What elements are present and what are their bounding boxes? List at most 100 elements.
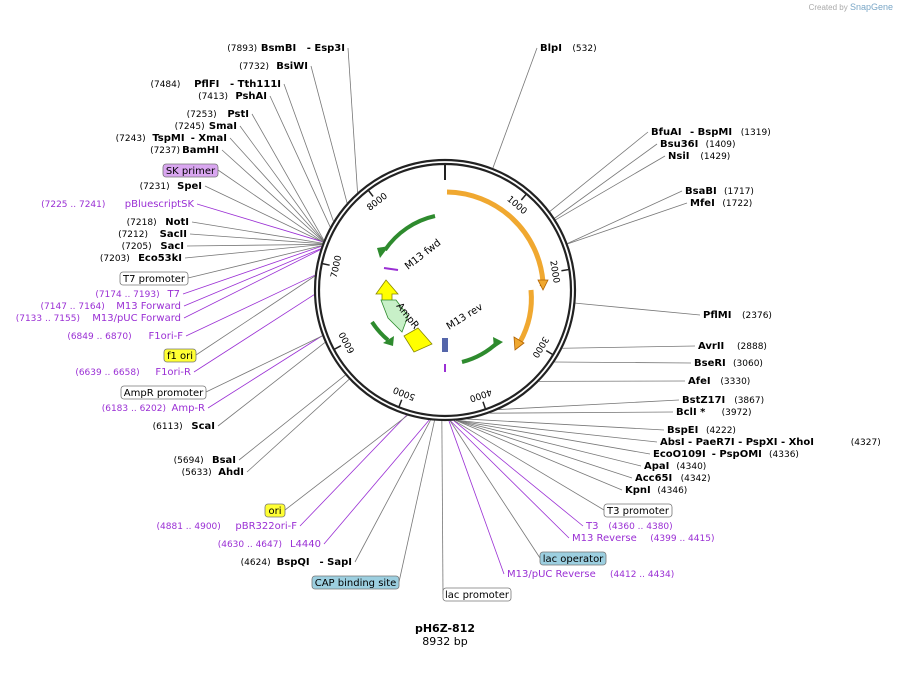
enzyme-name: BsmBI [261, 43, 296, 54]
enzyme-name: EcoO109I [653, 449, 706, 460]
ring-tick-label: 2000 [547, 260, 561, 284]
enzyme-label: PshAI(7413) [198, 91, 267, 102]
enzyme-label: NotI(7218) [127, 217, 189, 228]
enzyme-position: (7484) [150, 80, 180, 90]
feature-box-bg [163, 348, 197, 363]
enzyme-label: SpeI(7231) [140, 181, 202, 192]
leader-line [489, 411, 674, 414]
leader-line [567, 202, 688, 245]
right-label-column: BlpI(532)BfuAI- BspMI(1319)Bsu36I(1409)N… [507, 43, 881, 580]
enzyme-name: AvrII [698, 341, 724, 352]
ring-tick-mark [545, 349, 554, 356]
credit-prefix: Created by [808, 3, 848, 12]
enzyme-position: (5633) [182, 468, 212, 478]
enzyme-name: BspQI [277, 557, 310, 568]
green-arrowhead-top [377, 246, 389, 258]
enzyme-position: (6113) [153, 422, 183, 432]
feature-box-text: SK primer [166, 166, 216, 177]
primer-label: M13 Reverse(4399 .. 4415) [572, 533, 714, 544]
feature-box: AmpR promoter [120, 385, 207, 400]
leader-line [398, 420, 435, 583]
enzyme-name: PflMI [703, 310, 731, 321]
orange-arrowhead-1 [537, 279, 549, 291]
leader-line [221, 149, 324, 242]
primer-leader-line [207, 335, 323, 409]
enzyme-label: KpnI(4346) [625, 485, 687, 496]
leader-line [575, 302, 701, 316]
primer-leader-line [453, 420, 584, 527]
feature-box-bg [311, 575, 400, 590]
feature-box-text: T7 promoter [122, 274, 186, 285]
leader-line [189, 233, 323, 245]
orange-feature-arc-top [446, 189, 546, 283]
enzyme-position: (3972) [722, 408, 752, 418]
enzyme-label: BspEI(4222) [667, 425, 736, 436]
primer-range: (4360 .. 4380) [608, 522, 672, 532]
primer-name: M13/pUC Forward [92, 313, 181, 324]
leader-line [246, 378, 350, 473]
enzyme-label: Acc65I(4342) [635, 473, 711, 484]
leader-line [457, 419, 658, 443]
feature-box-text: lac promoter [445, 590, 510, 601]
enzyme-alias: - PspOMI [712, 449, 762, 460]
primer-name: T7 [167, 289, 180, 300]
primer-label: Amp-R(6183 .. 6202) [102, 403, 205, 414]
enzyme-alias: - XmaI [191, 133, 227, 144]
enzyme-name: BseRI [694, 358, 726, 369]
orange-feature-arc-right [517, 289, 534, 344]
feature-arcs [370, 189, 549, 372]
leader-line [554, 143, 658, 219]
enzyme-name: Acc65I [635, 473, 672, 484]
leader-line [454, 420, 605, 511]
enzyme-name: BstZ17I [682, 395, 725, 406]
enzyme-label: SacI(7205) [122, 241, 184, 252]
ring-tick-mark [398, 399, 403, 408]
primer-name: M13/pUC Reverse [507, 569, 596, 580]
enzyme-label: AvrII(2888) [698, 341, 767, 352]
inner-feature-label: M13 fwd [403, 238, 443, 273]
primer-range: (4630 .. 4647) [218, 540, 282, 550]
green-arc-left [370, 320, 390, 342]
feature-box-bg [120, 385, 207, 400]
leader-line [456, 420, 642, 467]
enzyme-position: (1722) [722, 199, 752, 209]
enzyme-position: (1429) [700, 152, 730, 162]
feature-box-bg [442, 587, 512, 602]
enzyme-position: (5694) [174, 456, 204, 466]
feature-box: T3 promoter [603, 503, 673, 518]
primer-leader-line [448, 420, 505, 575]
enzyme-alias: - Tth111I [230, 79, 281, 90]
leader-line [187, 245, 322, 279]
feature-box: lac operator [539, 551, 607, 566]
enzyme-name: SpeI [177, 181, 202, 192]
primer-range: (4881 .. 4900) [157, 522, 221, 532]
feature-box-text: T3 promoter [606, 506, 670, 517]
ring-tick-label: 4000 [468, 386, 493, 403]
enzyme-alias: - SapI [320, 557, 352, 568]
feature-box: CAP binding site [311, 575, 400, 590]
enzyme-name: AbsI - PaeR7I - PspXI - XhoI [660, 437, 814, 448]
leader-line [567, 190, 683, 244]
enzyme-label: EcoO109I- PspOMI(4336) [653, 449, 799, 460]
enzyme-label: SacII(7212) [118, 229, 187, 240]
enzyme-label: BfuAI- BspMI(1319) [651, 127, 771, 138]
primer-name: pBR322ori-F [235, 521, 297, 532]
enzyme-name: BfuAI [651, 127, 682, 138]
leader-line [498, 399, 680, 410]
leader-line [492, 47, 538, 169]
enzyme-position: (4624) [241, 558, 271, 568]
enzyme-name: ApaI [644, 461, 669, 472]
enzyme-label: AhdI(5633) [182, 467, 244, 478]
primer-leader-line [183, 249, 321, 319]
enzyme-label: ScaI(6113) [153, 421, 215, 432]
feature-box-text: lac operator [543, 554, 604, 565]
ring-tick-mark [321, 262, 330, 266]
enzyme-position: (7893) [227, 44, 257, 54]
feature-box-bg [264, 503, 286, 518]
leader-line [456, 420, 633, 479]
feature-box-text: CAP binding site [315, 578, 397, 589]
